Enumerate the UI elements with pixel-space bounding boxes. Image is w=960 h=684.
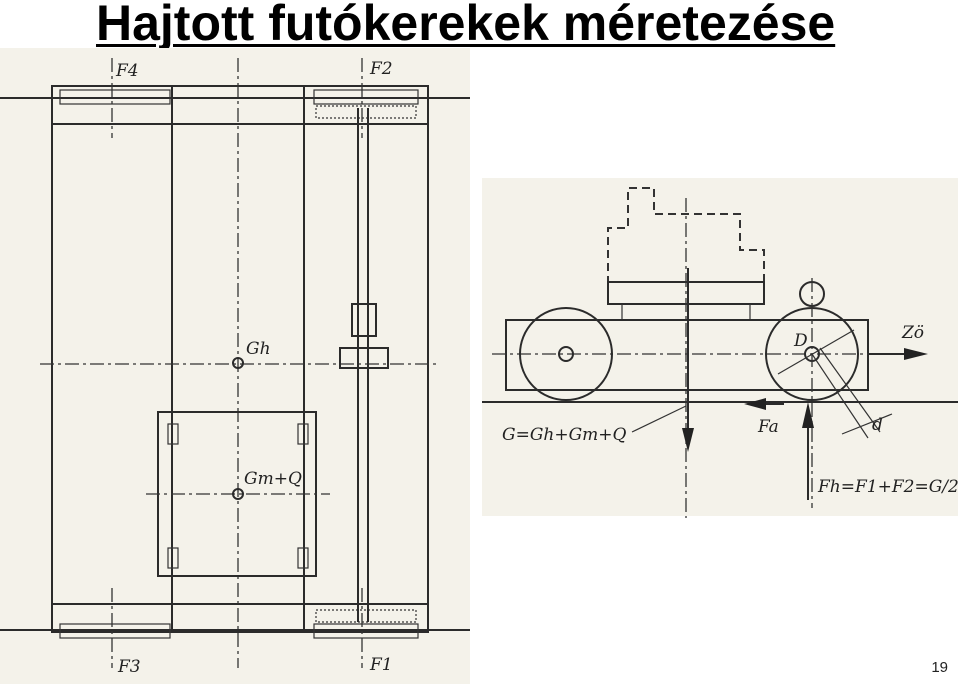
bridge-frame	[51, 85, 429, 633]
label-drive-force: Zö	[901, 323, 924, 343]
wheel-f1	[313, 623, 419, 639]
label-diameter: D	[793, 331, 808, 351]
slide-title: Hajtott futókerekek méretezése	[96, 0, 836, 51]
plan-view-drawing	[0, 48, 470, 684]
plan-view-labels: F4 F2 F3 F1 Gh Gm+Q	[115, 59, 393, 677]
label-wheel-force-equation: Fh=F1+F2=G/2	[817, 477, 959, 497]
diameter-line	[777, 329, 855, 375]
paper-background	[482, 178, 958, 516]
label-bridge-weight: Gh	[246, 339, 271, 359]
drive-motor	[351, 303, 377, 337]
side-view-drawing	[482, 178, 958, 518]
label-f2: F2	[369, 59, 393, 79]
wheel-f2	[313, 89, 419, 105]
bridge-weight-point	[232, 357, 244, 369]
axle-dimension	[841, 413, 893, 435]
label-axle-diameter: d	[872, 415, 883, 435]
label-resistance: Fa	[757, 417, 779, 437]
page-number: 19	[931, 659, 948, 676]
label-f1: F1	[369, 655, 393, 675]
label-f4: F4	[115, 61, 139, 81]
left-wheel	[519, 307, 613, 401]
wheel-f4	[59, 89, 171, 105]
wheel-f3	[59, 623, 171, 639]
label-trolley-load: Gm+Q	[244, 469, 302, 489]
trolley-outline	[607, 187, 765, 284]
gearbox	[339, 347, 389, 369]
trolley-load-point	[232, 488, 244, 500]
label-f3: F3	[117, 657, 141, 677]
label-weight-equation: G=Gh+Gm+Q	[502, 425, 627, 445]
